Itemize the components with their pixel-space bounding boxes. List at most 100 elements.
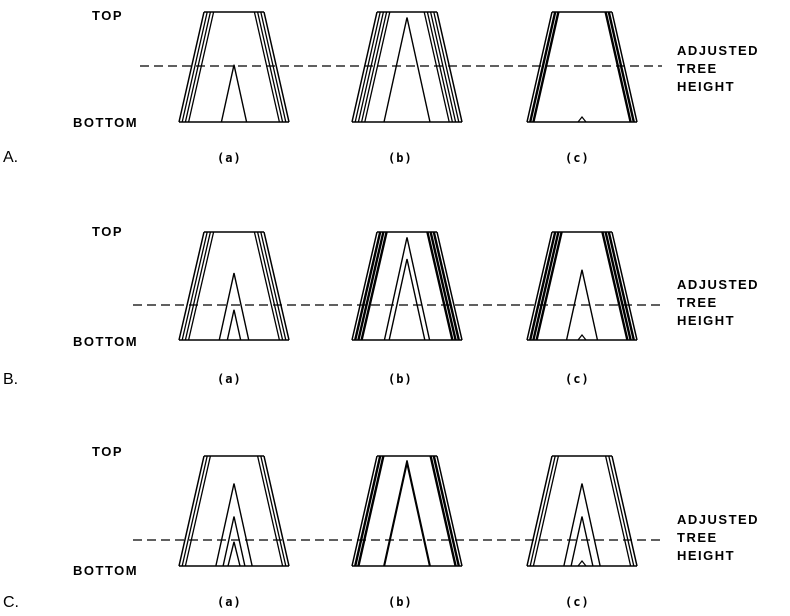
left-bark-line [187, 11, 215, 123]
row-b: TOP BOTTOM B. ADJUSTED TREE HEIGHT (a) (… [3, 224, 759, 388]
tree-b-c [526, 231, 638, 341]
right-bark-line [256, 11, 284, 123]
row-a: TOP BOTTOM A. ADJUSTED TREE HEIGHT (a) (… [3, 8, 759, 166]
caption-a-b: (b) [388, 151, 413, 165]
left-bark-line [532, 231, 560, 341]
left-bark-line [357, 231, 385, 341]
left-bark-line [351, 11, 378, 123]
caption-b-a: (a) [217, 372, 242, 386]
right-bark-line [436, 11, 463, 123]
tree-c-b [351, 455, 463, 567]
right-bark-line [263, 11, 290, 123]
row-a-top-label: TOP [92, 8, 123, 23]
left-bark-line [357, 455, 385, 567]
caption-b-c: (c) [565, 372, 590, 386]
caption-b-b: (b) [388, 372, 413, 386]
left-bark-line [354, 455, 382, 567]
left-bark-line [351, 455, 378, 567]
left-bark-line [357, 11, 385, 123]
caption-c-a: (a) [217, 595, 242, 609]
right-bark-line [253, 231, 281, 341]
right-bark-line [608, 455, 635, 567]
row-b-tree-label: TREE [677, 295, 718, 310]
row-c-tree-label: TREE [677, 530, 718, 545]
row-a-height-label: HEIGHT [677, 79, 735, 94]
left-bark-line [532, 455, 560, 567]
left-bark-line [529, 11, 557, 123]
right-bark-line [423, 11, 450, 123]
left-bark-line [187, 231, 215, 341]
left-bark-line [181, 455, 208, 567]
row-c-height-label: HEIGHT [677, 548, 735, 563]
inner-cone [383, 17, 431, 123]
left-bark-line [181, 11, 208, 123]
row-b-top-label: TOP [92, 224, 123, 239]
right-bark-line [607, 11, 635, 123]
right-bark-line [432, 231, 460, 341]
right-bark-line [432, 455, 460, 567]
row-b-height-label: HEIGHT [677, 313, 735, 328]
inner-cone [220, 64, 248, 123]
tree-c-c [526, 455, 638, 567]
right-bark-line [611, 455, 638, 567]
left-bark-line [360, 11, 388, 123]
inner-cone [218, 272, 250, 341]
right-bark-line [256, 455, 284, 567]
left-bark-line [354, 231, 382, 341]
right-bark-line [260, 11, 287, 123]
inner-cone [383, 463, 431, 567]
right-bark-line [604, 11, 632, 123]
inner-cone [226, 309, 242, 341]
row-b-label: B. [3, 371, 18, 388]
right-bark-line [429, 455, 457, 567]
right-bark-line [604, 231, 632, 341]
right-bark-line [436, 455, 463, 567]
left-bark-line [184, 231, 212, 341]
left-bark-line [354, 11, 381, 123]
right-bark-line [256, 231, 284, 341]
row-a-adjusted-label: ADJUSTED [677, 43, 759, 58]
inner-cone [563, 483, 601, 567]
inner-cone [222, 516, 246, 567]
base-bump [577, 334, 587, 341]
left-bark-line [178, 455, 205, 567]
left-bark-line [178, 11, 205, 123]
left-bark-line [529, 231, 557, 341]
right-bark-line [426, 11, 454, 123]
right-bark-line [260, 455, 287, 567]
right-bark-line [611, 11, 638, 123]
right-bark-line [260, 231, 287, 341]
right-bark-line [601, 231, 629, 341]
row-a-tree-label: TREE [677, 61, 718, 76]
inner-cone [383, 460, 431, 567]
tree-c-a [178, 455, 290, 567]
right-bark-line [604, 455, 632, 567]
left-bark-line [532, 11, 560, 123]
right-bark-line [611, 231, 638, 341]
row-c: TOP BOTTOM C. ADJUSTED TREE HEIGHT (a) (… [3, 444, 759, 611]
inner-cone [565, 269, 599, 341]
left-bark-line [351, 231, 378, 341]
left-bark-line [360, 231, 388, 341]
row-c-adjusted-label: ADJUSTED [677, 512, 759, 527]
row-a-label: A. [3, 149, 18, 166]
inner-cone [227, 541, 241, 567]
left-bark-line [178, 231, 205, 341]
left-bark-line [184, 11, 212, 123]
left-bark-line [181, 231, 208, 341]
row-a-bottom-label: BOTTOM [73, 115, 138, 130]
row-b-bottom-label: BOTTOM [73, 334, 138, 349]
right-bark-line [253, 11, 281, 123]
right-bark-line [433, 11, 460, 123]
right-bark-line [429, 11, 457, 123]
inner-cone [388, 258, 426, 341]
tree-a-c [526, 11, 638, 123]
base-bump [577, 560, 587, 567]
right-bark-line [263, 231, 290, 341]
row-b-adjusted-label: ADJUSTED [677, 277, 759, 292]
base-bump [577, 116, 587, 123]
left-bark-line [184, 455, 212, 567]
left-bark-line [364, 11, 391, 123]
caption-a-c: (c) [565, 151, 590, 165]
